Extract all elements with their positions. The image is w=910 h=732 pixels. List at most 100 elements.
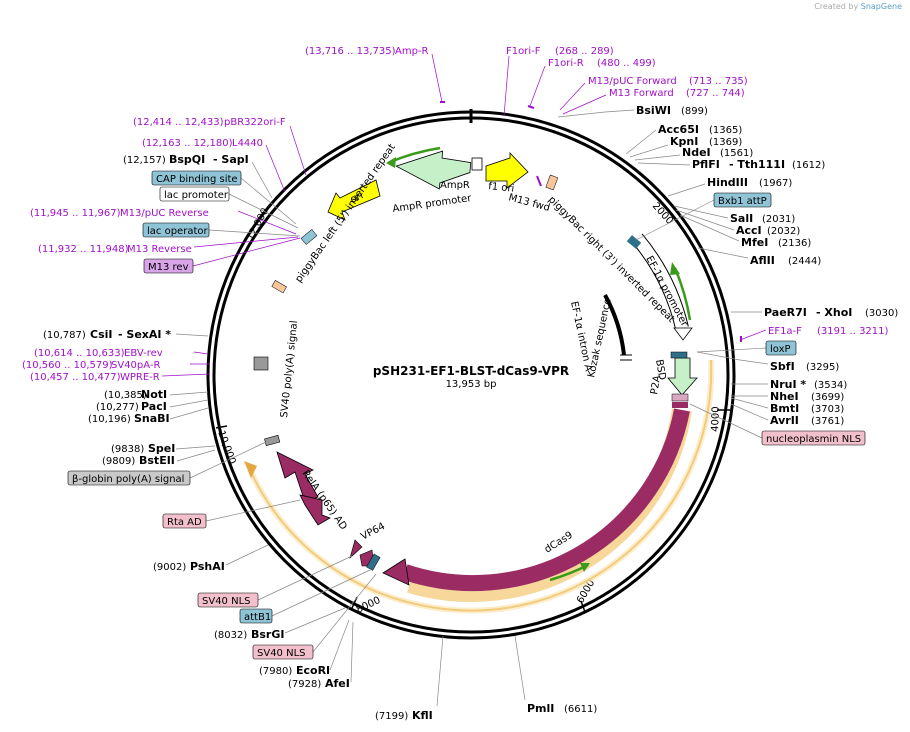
lac-promoter-label: lac promoter — [164, 190, 229, 201]
m13-rev-label: M13 rev — [148, 262, 189, 273]
enzyme-sapi: - SapI — [213, 153, 249, 166]
enzyme-aflii-pos: (2444) — [788, 256, 821, 267]
enzyme-noti-pos: (10,385) — [104, 390, 147, 401]
primer-ebv-rev-pos: (10,614 .. 10,633) — [34, 348, 125, 359]
primer-l4440: L4440 — [232, 138, 263, 149]
primer-ef1a-f-pos: (3191 .. 3211) — [817, 326, 889, 337]
enzyme-nrui-pos: (3534) — [814, 380, 847, 391]
tick-8000: 8000 — [355, 595, 383, 616]
primer-f1ori-r: F1ori-R — [548, 58, 584, 69]
enzyme-csii: CsiI — [90, 328, 112, 341]
primer-m13puc-reverse-pos: (11,945 .. 11,967) — [30, 208, 121, 219]
enzyme-kfli-pos: (7199) — [375, 711, 408, 722]
enzyme-paci: PacI — [141, 400, 167, 413]
orf-arrowhead — [244, 461, 257, 478]
enzyme-tth111i: - Tth111I — [729, 158, 785, 171]
enzyme-acc65i: Acc65I — [658, 123, 699, 136]
enzyme-paer7i-pos: (3030) — [865, 308, 898, 319]
primer-wpre-r-pos: (10,457 .. 10,477) — [30, 372, 121, 383]
loxp-box — [765, 340, 797, 356]
ampr-promoter-label: AmpR promoter — [392, 193, 473, 215]
created-by-credit: Created by SnapGene — [814, 2, 902, 11]
enzyme-paer7i: PaeR7I — [764, 306, 807, 319]
enzyme-hindiii-pos: (1967) — [759, 178, 792, 189]
enzyme-hindiii: HindIII — [707, 176, 748, 189]
beta-globin-polya-label: β-globin poly(A) signal — [72, 474, 184, 485]
enzyme-bsteii-pos: (9809) — [102, 456, 135, 467]
primer-m13-forward-pos: (727 .. 744) — [686, 88, 745, 99]
loxp-label: loxP — [770, 344, 791, 355]
sv40-polya-label: SV40 poly(A) signal — [279, 320, 300, 418]
enzyme-avrii-pos: (3761) — [811, 416, 844, 427]
plasmid-name: pSH231-EF1-BLST-dCas9-VPR — [373, 364, 569, 378]
primer-m13puc-forward-pos: (713 .. 735) — [689, 76, 748, 87]
enzyme-noti: NotI — [141, 388, 167, 401]
piggybac-left-label: piggyBac left (5') inverted repeat — [293, 142, 397, 285]
bxb1-attp-box — [713, 192, 772, 208]
lac-operator-box — [142, 222, 210, 238]
sv40-nls-label-1: SV40 NLS — [202, 596, 251, 607]
f1-ori-arrow — [485, 151, 529, 189]
enzyme-csii-pos: (10,787) — [43, 330, 86, 341]
enzyme-bsrgi: BsrGI — [251, 628, 284, 641]
primer-f1ori-f: F1ori-F — [506, 46, 541, 57]
lac-promoter-box — [159, 186, 230, 202]
ampr-arrow — [395, 150, 472, 190]
primer-pbr322ori-f-pos: (12,414 .. 12,433) — [133, 117, 224, 128]
enzyme-spei-pos: (9838) — [111, 444, 144, 455]
ef1a-intron-bar — [603, 294, 626, 356]
f1-ori-label: f1 ori — [488, 181, 515, 195]
enzyme-snabi: SnaBI — [134, 412, 170, 425]
tick-4000: 4000 — [710, 406, 722, 432]
ef1a-promoter-arrow — [632, 234, 688, 330]
enzyme-bspqi-pos: (12,157) — [123, 155, 166, 166]
enzyme-pflfi: PflFI — [692, 158, 720, 171]
enzyme-sali: SalI — [730, 212, 753, 225]
attb1-label: attB1 — [244, 612, 271, 623]
plasmid-length: 13,953 bp — [446, 379, 497, 390]
enzyme-paci-pos: (10,277) — [96, 402, 139, 413]
bxb1-attp-label: Bxb1 attP — [718, 196, 767, 207]
kozak-label: Kozak sequence — [586, 297, 614, 378]
enzyme-bsrgi-pos: (8032) — [214, 630, 247, 641]
enzyme-kpni: KpnI — [670, 135, 698, 148]
nucleoplasmin-nls-label: nucleoplasmin NLS — [766, 434, 861, 445]
primer-sv40pa-r-pos: (10,560 .. 10,579) — [22, 360, 113, 371]
enzyme-acc65i-pos: (1365) — [709, 125, 742, 136]
enzyme-nrui: NruI * — [770, 378, 806, 391]
enzyme-pmli: PmlI — [527, 702, 554, 715]
enzyme-nhei: NheI — [770, 390, 799, 403]
beta-globin-polya-box — [67, 470, 191, 486]
bsd-arrow — [667, 357, 698, 396]
primer-ebv-rev: EBV-rev — [124, 348, 163, 359]
enzyme-sbfi: SbfI — [770, 360, 795, 373]
primer-l4440-pos: (12,163 .. 12,180) — [142, 138, 233, 149]
enzyme-pflfi-pos: (1612) — [792, 160, 825, 171]
enzyme-bsiwi-pos: (899) — [681, 106, 708, 117]
enzyme-kpni-pos: (1369) — [709, 137, 742, 148]
enzyme-snabi-pos: (10,196) — [88, 414, 131, 425]
nucleoplasmin-nls-box — [761, 430, 866, 446]
primer-sv40pa-r: SV40pA-R — [111, 360, 160, 371]
enzyme-pshai: PshAI — [190, 560, 225, 573]
enzyme-avrii: AvrII — [770, 414, 799, 427]
primer-ampr: Amp-R — [395, 46, 429, 57]
enzyme-mfei-pos: (2136) — [778, 238, 811, 249]
sv40-nls-label-2: SV40 NLS — [257, 648, 306, 659]
primer-f1ori-r-pos: (480 .. 499) — [597, 58, 656, 69]
enzyme-sexai: - SexAI * — [118, 328, 171, 341]
bsd-label: BSD — [653, 359, 667, 382]
primer-wpre-r: WPRE-R — [120, 372, 160, 383]
enzyme-bsiwi: BsiWI — [636, 104, 671, 117]
rta-ad-box — [162, 513, 207, 529]
rta-arrow — [299, 494, 331, 526]
cap-binding-site-box — [151, 170, 242, 186]
enzyme-aflii: AflII — [750, 254, 775, 267]
enzyme-kfli: KflI — [412, 709, 433, 722]
enzyme-afei-pos: (7928) — [288, 679, 321, 690]
primer-m13-reverse: M13 Reverse — [127, 244, 192, 255]
rta-ad-label: Rta AD — [167, 517, 202, 528]
enzyme-ecori-pos: (7980) — [259, 666, 292, 677]
dcas9-arc — [402, 408, 690, 592]
